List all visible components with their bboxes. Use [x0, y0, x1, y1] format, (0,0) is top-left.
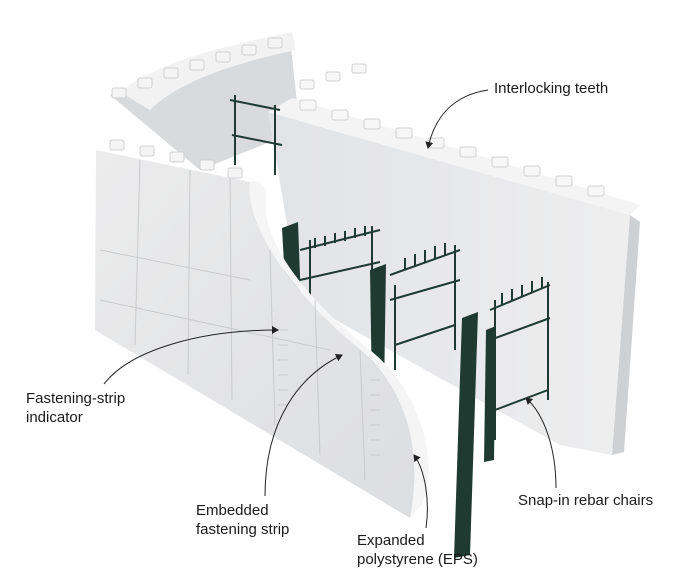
left-block-front-face	[95, 150, 429, 518]
leader-eps	[413, 454, 428, 529]
leader-rebar-chairs	[525, 397, 557, 489]
rebar-chair	[389, 243, 461, 370]
label-line: fastening strip	[196, 521, 290, 538]
fastening-strip-marks	[99, 159, 380, 481]
leader-lines	[103, 89, 557, 529]
rebar-chair	[229, 95, 283, 175]
right-block-teeth	[299, 63, 605, 197]
label-fastening-strip-indicator: Fastening-strip indicator	[26, 389, 125, 427]
label-line: Fastening-strip	[26, 390, 126, 407]
leader-interlocking-teeth	[425, 89, 489, 149]
label-eps: Expanded polystyrene (EPS)	[357, 531, 478, 569]
label-embedded-fastening-strip: Embedded fastening strip	[196, 501, 289, 539]
leader-embedded-fastening-strip	[264, 353, 343, 497]
label-line: Expanded	[357, 532, 425, 549]
label-line: Embedded	[196, 502, 269, 519]
leader-fastening-strip-indicator	[103, 326, 279, 385]
label-interlocking-teeth: Interlocking teeth	[494, 80, 609, 97]
left-block-teeth	[109, 37, 283, 179]
label-line: polystyrene (EPS)	[357, 551, 478, 568]
left-block-inner-panel	[110, 32, 300, 170]
rebar-chair	[299, 226, 381, 300]
label-rebar-chairs: Snap-in rebar chairs	[518, 492, 654, 509]
label-line: indicator	[26, 409, 83, 426]
